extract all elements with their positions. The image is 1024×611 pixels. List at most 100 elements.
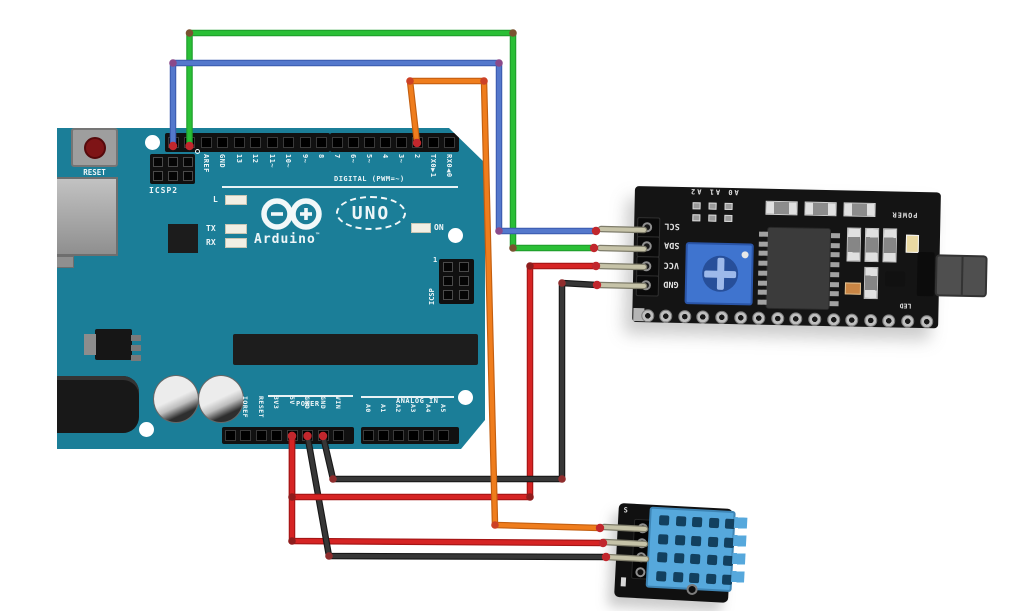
smd-pad bbox=[882, 228, 898, 263]
i2c-bottom-pin-hole bbox=[696, 310, 710, 324]
pin-hole-digital bbox=[395, 137, 407, 148]
pin-hole-digital bbox=[427, 137, 439, 148]
i2c-bottom-pin-hole bbox=[808, 312, 822, 326]
pin-hole-analog bbox=[407, 430, 419, 441]
pin-label-2: 2 bbox=[412, 154, 421, 159]
ic-pin bbox=[829, 291, 839, 297]
pin-hole-power bbox=[286, 430, 298, 441]
wire-endpoint-dot bbox=[598, 538, 608, 548]
pin-hole-top bbox=[217, 137, 228, 148]
brand-tm: ™ bbox=[315, 232, 321, 239]
trimpot-cross-icon bbox=[716, 257, 725, 290]
i2c-pin-label-scl: SCL bbox=[664, 220, 680, 231]
ic-pin bbox=[758, 270, 768, 276]
pin-label-RX0◀0: RX0◀0 bbox=[444, 154, 453, 178]
dht11-vent-hole bbox=[690, 535, 702, 546]
pin-label-GND: GND bbox=[303, 396, 311, 410]
wire-bend-dot bbox=[185, 29, 194, 37]
pin-label-11~: 11~ bbox=[267, 154, 276, 169]
pin-label-5V: 5V bbox=[287, 396, 296, 405]
wire-bend-dot bbox=[491, 521, 499, 529]
led-l bbox=[225, 195, 247, 205]
pin-label-13: 13 bbox=[234, 154, 243, 164]
dht11-vent-hole bbox=[657, 533, 669, 545]
led-on bbox=[411, 223, 431, 233]
ic-pin bbox=[830, 242, 840, 248]
capacitor bbox=[198, 375, 244, 423]
icsp-pin-hole bbox=[443, 262, 453, 272]
led-l-label: L bbox=[213, 195, 218, 204]
wire-bend-dot bbox=[495, 59, 503, 67]
address-solder-pad bbox=[708, 214, 717, 222]
pin-label-3V3: 3V3 bbox=[272, 396, 280, 410]
wire-bend-dot bbox=[480, 77, 488, 85]
wire-bend-dot bbox=[288, 493, 296, 501]
reset-button-cap bbox=[84, 137, 106, 159]
regulator-leg bbox=[131, 355, 141, 361]
contrast-trimpot bbox=[684, 242, 754, 306]
icsp2-pin-hole bbox=[183, 157, 193, 167]
regulator-tab bbox=[84, 334, 96, 355]
wire-bend-dot bbox=[509, 244, 517, 252]
i2c-bottom-pin-hole bbox=[752, 311, 766, 325]
pin-hole-power bbox=[240, 430, 251, 441]
silkscreen-mark bbox=[620, 577, 627, 587]
i2c-bottom-pin-hole bbox=[882, 314, 896, 328]
i2c-bottom-pin-hole bbox=[789, 312, 803, 326]
pin-hole-top bbox=[167, 137, 179, 148]
pin-hole-digital bbox=[379, 137, 391, 148]
arduino-logo-icon bbox=[261, 198, 322, 230]
icsp-pin-hole bbox=[459, 276, 469, 286]
pin-label-GND: GND bbox=[218, 154, 226, 169]
ic-pin bbox=[757, 299, 767, 305]
i2c-pin-label-sda: SDA bbox=[663, 239, 680, 251]
led-tx-label: TX bbox=[206, 224, 216, 233]
icsp2-pin-hole bbox=[183, 171, 193, 181]
dht11-vent-hole bbox=[672, 571, 683, 582]
i2c-bottom-pin-hole bbox=[659, 309, 673, 323]
ic-pin bbox=[830, 252, 840, 258]
mounting-hole bbox=[139, 422, 154, 437]
usb-connector-tab bbox=[57, 256, 74, 268]
wire-bend-dot bbox=[526, 262, 534, 270]
pin-hole-digital bbox=[443, 137, 455, 148]
pin-label-7: 7 bbox=[332, 154, 341, 159]
dht11-signal-silk-label: S bbox=[623, 506, 629, 515]
i2c-pin-label-vcc: VCC bbox=[663, 259, 680, 270]
chip-small bbox=[168, 224, 198, 253]
i2c-bottom-pin-hole bbox=[919, 314, 933, 329]
power-jack bbox=[57, 376, 139, 433]
icsp-pin-hole bbox=[459, 290, 469, 300]
dht11-vent-hole bbox=[691, 516, 703, 528]
pin-label-RESET: RESET bbox=[256, 396, 265, 419]
dht11-vent-hole bbox=[708, 517, 719, 529]
smd-pad bbox=[765, 200, 798, 216]
reset-button bbox=[71, 128, 118, 167]
wire-bend-dot bbox=[329, 475, 337, 483]
pin-hole-top bbox=[299, 137, 311, 148]
smd-pad bbox=[864, 227, 880, 263]
mounting-hole bbox=[145, 135, 160, 150]
silkscreen-dot bbox=[195, 149, 200, 154]
pin-hole-analog bbox=[377, 430, 389, 441]
ic-pin bbox=[830, 233, 841, 239]
pin-label-A4: A4 bbox=[423, 404, 432, 413]
icsp-pin-hole bbox=[443, 290, 453, 300]
dht11-sensor-module: S bbox=[614, 503, 748, 603]
ic-pin bbox=[757, 280, 768, 286]
wire-endpoint-dot bbox=[589, 243, 599, 253]
i2c-bottom-pin-hole bbox=[900, 314, 915, 328]
arduino-brand-text: Arduino™ bbox=[254, 232, 320, 247]
led-rx-label: RX bbox=[206, 238, 216, 247]
backlight-jumper-cap bbox=[934, 254, 988, 298]
dht11-body-fingers bbox=[730, 517, 748, 588]
analog-caption: ANALOG IN bbox=[396, 397, 439, 405]
icsp-label: ICSP bbox=[428, 288, 436, 305]
i2c-pin-label-gnd: GND bbox=[663, 278, 679, 289]
pin-label-8: 8 bbox=[317, 154, 325, 159]
i2c-bottom-pin-hole bbox=[770, 311, 785, 326]
dht11-mounting-hole bbox=[686, 583, 698, 596]
address-solder-pad bbox=[724, 214, 733, 223]
ic-pin bbox=[758, 250, 768, 257]
